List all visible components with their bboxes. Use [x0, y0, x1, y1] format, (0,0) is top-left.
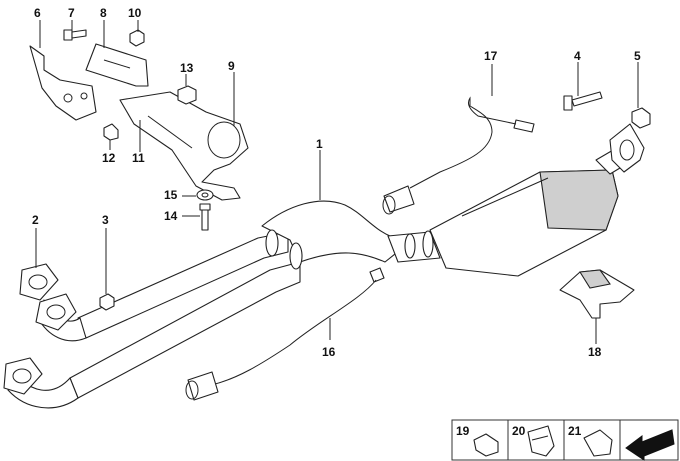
callout-9: 9 — [228, 59, 235, 73]
bracket-part-18 — [559, 269, 635, 319]
exhaust-pipe-assembly — [7, 123, 645, 409]
bolt-part-12 — [103, 123, 119, 141]
clip-21-icon — [583, 429, 613, 457]
callout-17: 17 — [484, 49, 498, 63]
nut-part-13 — [177, 85, 197, 105]
callout-12: 12 — [102, 151, 116, 165]
bolt-part-14 — [199, 203, 211, 231]
bracket-part-6 — [29, 45, 97, 121]
legend-label-19: 19 — [456, 424, 470, 438]
arrow-icon — [625, 429, 675, 461]
bolt-part-4 — [563, 91, 603, 111]
callout-16: 16 — [322, 345, 336, 359]
nut-part-5 — [631, 107, 651, 129]
callout-15: 15 — [164, 188, 178, 202]
legend-label-21: 21 — [568, 424, 582, 438]
bracket-part-8 — [85, 43, 149, 87]
callout-1: 1 — [316, 137, 323, 151]
callout-6: 6 — [34, 6, 41, 20]
bolt-part-7 — [63, 29, 87, 41]
nut-part-10 — [129, 29, 145, 47]
clip-20-icon — [527, 425, 555, 457]
callout-13: 13 — [180, 61, 194, 75]
hanger-clamp-part-9 — [119, 91, 249, 201]
legend-strip: 19 20 21 — [451, 419, 679, 461]
nut-part-3 — [99, 293, 115, 311]
callout-5: 5 — [634, 49, 641, 63]
inlet-flanges — [3, 263, 77, 395]
callout-2: 2 — [32, 213, 39, 227]
callout-7: 7 — [68, 6, 75, 20]
callout-14: 14 — [164, 209, 178, 223]
callout-8: 8 — [100, 6, 107, 20]
callout-3: 3 — [102, 213, 109, 227]
callout-4: 4 — [574, 49, 581, 63]
legend-label-20: 20 — [512, 424, 526, 438]
clip-19-icon — [473, 433, 499, 457]
leader-lines — [35, 20, 639, 344]
callout-11: 11 — [132, 151, 145, 165]
callout-labels: 6 7 8 10 9 13 12 11 15 14 1 2 3 16 17 4 … — [32, 6, 641, 359]
oxygen-sensor-part-16 — [185, 267, 385, 401]
callout-18: 18 — [588, 345, 602, 359]
callout-10: 10 — [128, 6, 142, 20]
oxygen-sensor-part-17 — [382, 96, 535, 215]
washer-part-15 — [196, 189, 214, 201]
